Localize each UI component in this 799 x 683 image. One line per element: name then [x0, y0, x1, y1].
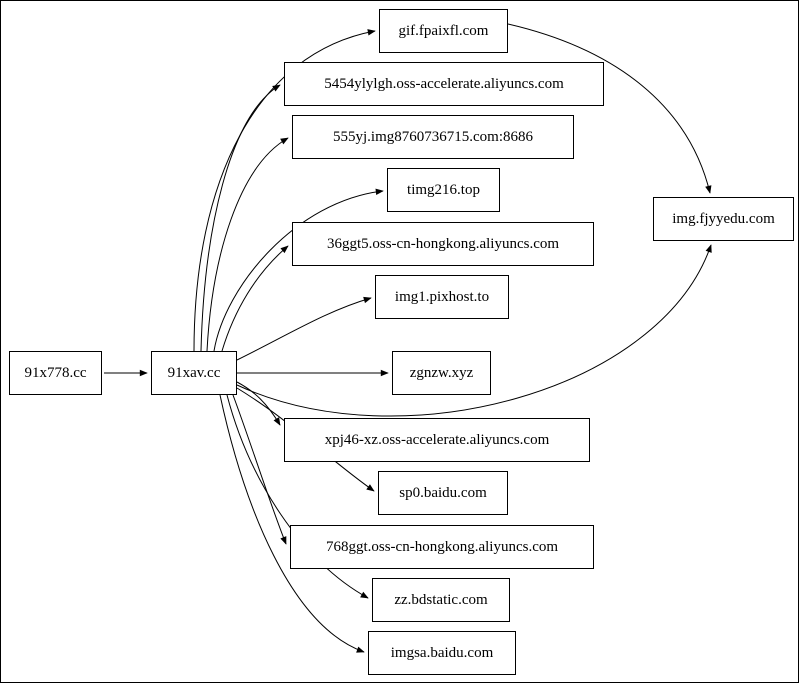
- node-label: zgnzw.xyz: [409, 364, 474, 381]
- node-gif-fpaixfl-com: gif.fpaixfl.com: [379, 9, 508, 53]
- edge-91xav.cc-to-timg216.top: [213, 188, 384, 352]
- node-label: 91xav.cc: [167, 364, 221, 381]
- node-5454ylylgh: 5454ylylgh.oss-accelerate.aliyuncs.com: [284, 62, 604, 106]
- node-zgnzw-xyz: zgnzw.xyz: [392, 351, 491, 395]
- node-label: 36ggt5.oss-cn-hongkong.aliyuncs.com: [326, 235, 560, 252]
- node-label: zz.bdstatic.com: [394, 591, 488, 608]
- node-sp0-baidu-com: sp0.baidu.com: [378, 471, 508, 515]
- node-label: sp0.baidu.com: [399, 484, 487, 501]
- edge-91xav.cc-to-5454ylylgh.oss-accelerate.aliyuncs.com: [200, 84, 281, 352]
- node-555yj: 555yj.img8760736715.com:8686: [292, 115, 574, 159]
- node-label: img.fjyyedu.com: [672, 210, 775, 227]
- edge-91xav.cc-to-imgsa.baidu.com: [219, 394, 365, 653]
- node-label: 768ggt.oss-cn-hongkong.aliyuncs.com: [325, 538, 559, 555]
- node-91xav-cc: 91xav.cc: [151, 351, 237, 395]
- edge-gif.fpaixfl.com-to-img.fjyyedu.com: [507, 23, 712, 194]
- edge-91xav.cc-to-768ggt.oss-cn-hongkong.aliyuncs.com: [232, 394, 287, 545]
- node-img-fjyyedu-com: img.fjyyedu.com: [653, 197, 794, 241]
- edge-91xav.cc-to-img.fjyyedu.com: [236, 244, 712, 417]
- edge-91xav.cc-to-zz.bdstatic.com: [226, 394, 369, 599]
- node-label: 555yj.img8760736715.com:8686: [333, 128, 533, 145]
- node-xpj46-xz: xpj46-xz.oss-accelerate.aliyuncs.com: [284, 418, 590, 462]
- edges-group: [104, 23, 712, 653]
- node-label: 91x778.cc: [24, 364, 87, 381]
- node-timg216-top: timg216.top: [387, 168, 500, 212]
- node-label: xpj46-xz.oss-accelerate.aliyuncs.com: [324, 431, 550, 448]
- edge-91xav.cc-to-img1.pixhost.to: [236, 296, 372, 361]
- node-91x778-cc: 91x778.cc: [9, 351, 102, 395]
- edge-91xav.cc-to-36ggt5.oss-cn-hongkong.aliyuncs.com: [221, 245, 289, 352]
- node-label: timg216.top: [407, 181, 480, 198]
- edge-91xav.cc-to-xpj46-xz.oss-accelerate.aliyuncs.com: [236, 381, 281, 426]
- edge-91xav.cc-to-555yj.img8760736715.com:8686: [206, 137, 289, 352]
- node-768ggt: 768ggt.oss-cn-hongkong.aliyuncs.com: [290, 525, 594, 569]
- node-imgsa-baidu-com: imgsa.baidu.com: [368, 631, 516, 675]
- node-img1-pixhost-to: img1.pixhost.to: [375, 275, 509, 319]
- node-label: 5454ylylgh.oss-accelerate.aliyuncs.com: [324, 75, 564, 92]
- node-36ggt5: 36ggt5.oss-cn-hongkong.aliyuncs.com: [292, 222, 594, 266]
- node-zz-bdstatic-com: zz.bdstatic.com: [372, 578, 510, 622]
- node-label: imgsa.baidu.com: [390, 644, 494, 661]
- node-label: gif.fpaixfl.com: [398, 22, 489, 39]
- node-label: img1.pixhost.to: [394, 288, 490, 305]
